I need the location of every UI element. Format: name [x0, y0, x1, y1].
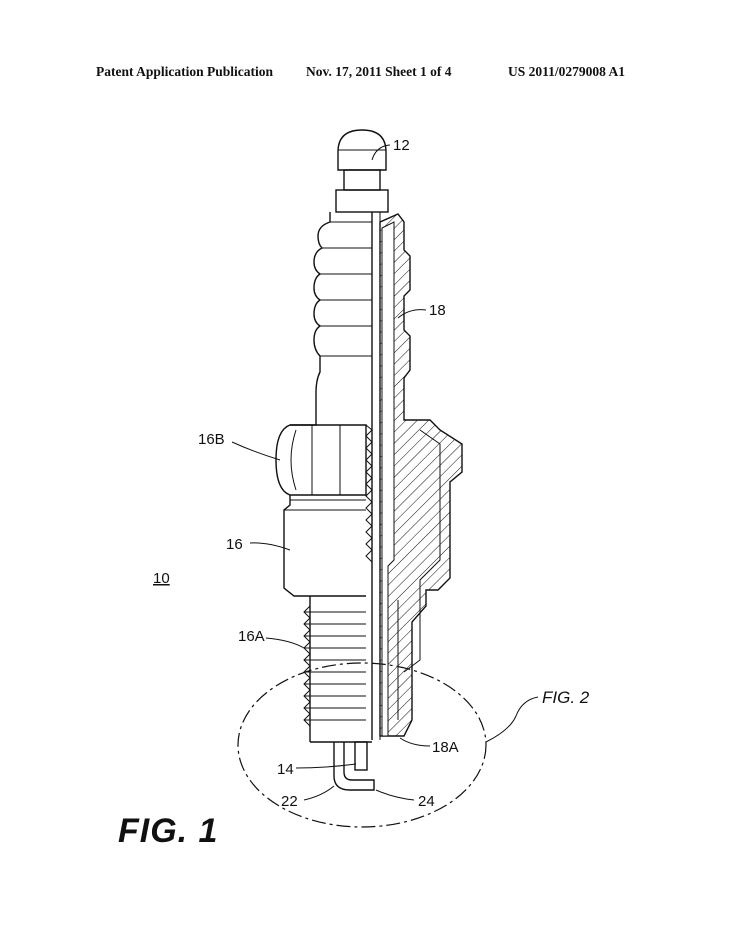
- label-12: 12: [393, 137, 410, 154]
- cross-section: [379, 213, 463, 737]
- label-22: 22: [281, 793, 298, 810]
- detail-circle: [237, 662, 487, 828]
- label-18a: 18A: [432, 739, 459, 756]
- publication-type: Patent Application Publication: [96, 64, 274, 79]
- leader-lines: [231, 144, 539, 801]
- publication-date-sheet: Nov. 17, 2011 Sheet 1 of 4: [306, 64, 452, 79]
- label-16a: 16A: [238, 628, 265, 645]
- threaded-portion: [303, 596, 372, 743]
- label-16: 16: [226, 536, 243, 553]
- inner-thread: [365, 424, 373, 563]
- label-18: 18: [429, 302, 446, 319]
- hex-shell: [275, 424, 367, 597]
- electrode-tip: [333, 741, 375, 791]
- label-14: 14: [277, 761, 294, 778]
- publication-number: US 2011/0279008 A1: [508, 64, 626, 79]
- label-10: 10: [153, 570, 170, 587]
- label-fig2: FIG. 2: [542, 688, 590, 707]
- label-16b: 16B: [198, 431, 225, 448]
- figure-title: FIG. 1: [118, 812, 219, 850]
- label-24: 24: [418, 793, 435, 810]
- terminal-nut: [335, 129, 389, 213]
